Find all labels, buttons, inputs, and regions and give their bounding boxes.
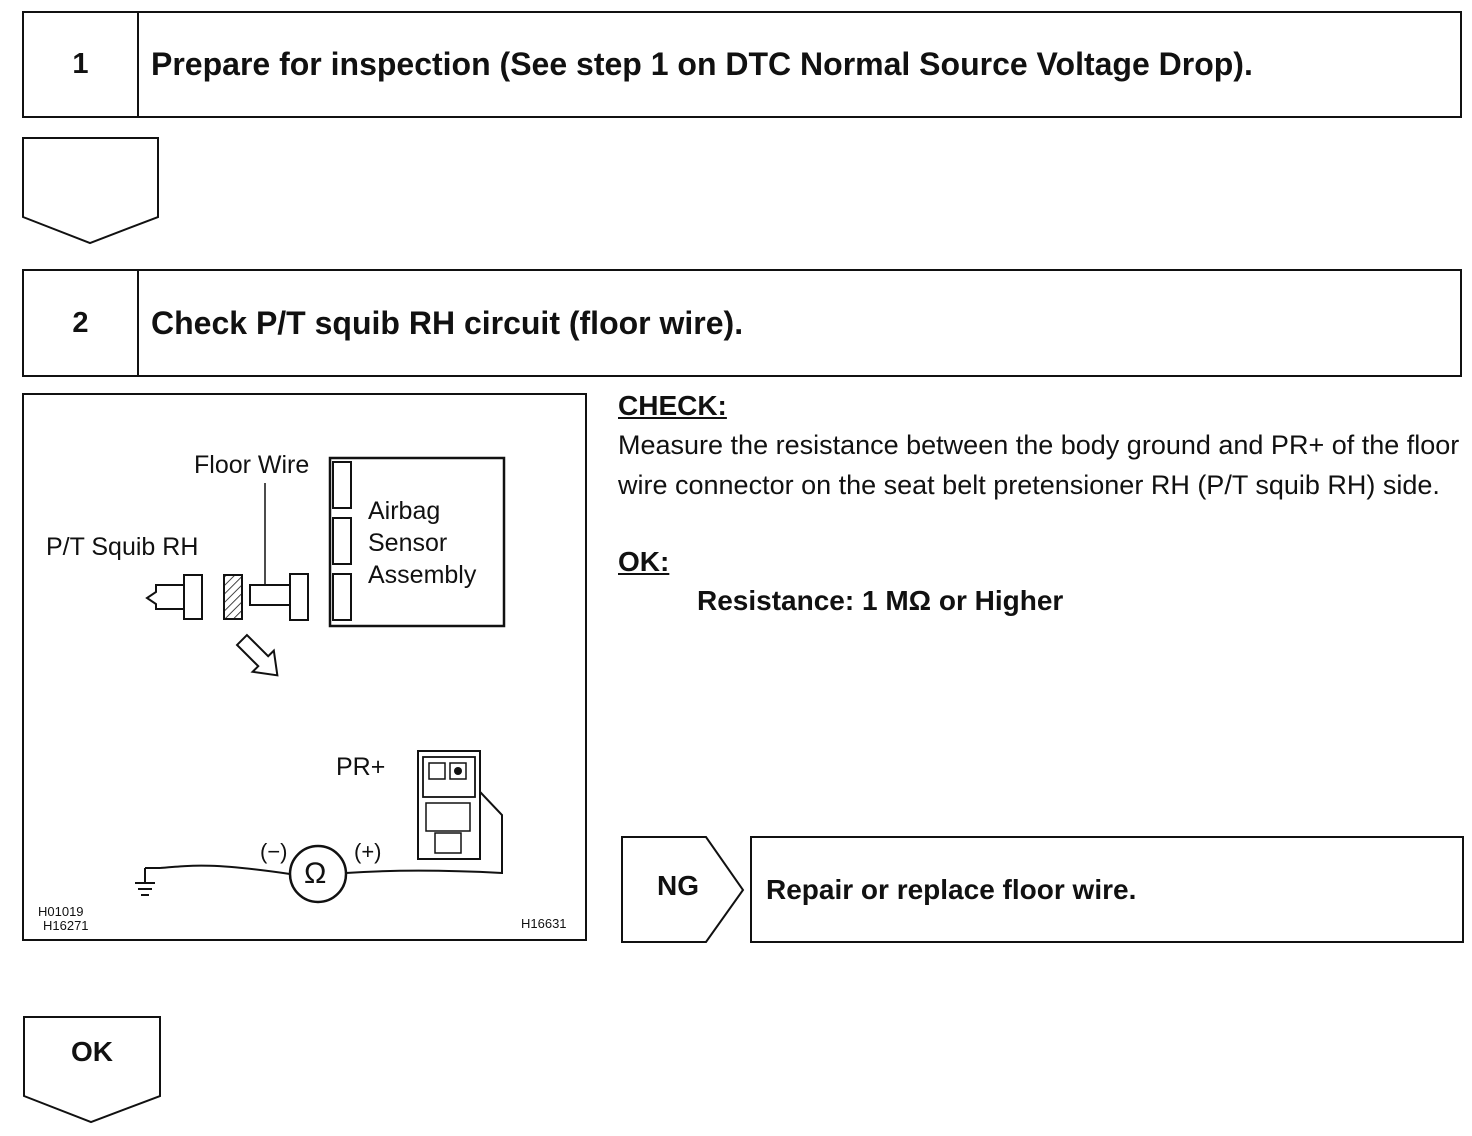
check-heading: CHECK: (618, 390, 727, 421)
check-instructions: Measure the resistance between the body … (618, 430, 1460, 500)
hatched-arrow-icon (235, 633, 279, 677)
step-1-box: 1 Prepare for inspection (See step 1 on … (22, 11, 1462, 118)
ng-result-text: Repair or replace floor wire. (766, 873, 1137, 905)
airbag-sensor-assembly-box (328, 456, 506, 628)
pt-squib-connector (183, 574, 203, 620)
floor-wire-connector-hatched (223, 574, 243, 620)
step-2-number: 2 (24, 271, 139, 375)
ng-arrow-icon (621, 836, 745, 943)
connector-icon (417, 750, 481, 860)
continue-arrow-icon (22, 137, 159, 245)
pt-squib-label: P/T Squib RH (46, 533, 199, 561)
ok-arrow-icon (23, 1016, 161, 1124)
minus-label: (−) (260, 839, 288, 864)
step-2-box: 2 Check P/T squib RH circuit (floor wire… (22, 269, 1462, 377)
pr-plus-label: PR+ (336, 753, 386, 781)
inspection-diagram: Floor Wire P/T Squib RH Airbag Sensor As… (22, 393, 587, 941)
figure-code-right: H16631 (521, 916, 567, 931)
resistance-spec: Resistance: 1 MΩ or Higher (697, 585, 1064, 616)
step-1-title: Prepare for inspection (See step 1 on DT… (151, 46, 1253, 82)
floor-wire-label: Floor Wire (194, 451, 310, 479)
ground-icon (135, 867, 160, 896)
ng-label: NG (657, 870, 699, 901)
wiring-illustration (135, 456, 506, 904)
figure-code-left-1: H01019 (38, 904, 84, 919)
step-1-number: 1 (24, 13, 139, 116)
ok-label: OK (71, 1036, 113, 1067)
airbag-label-line3: Assembly (368, 561, 477, 589)
ng-result-box: Repair or replace floor wire. (750, 836, 1464, 943)
ohm-symbol: Ω (304, 857, 327, 890)
step-2-title: Check P/T squib RH circuit (floor wire). (151, 304, 744, 341)
plus-label: (+) (354, 839, 382, 864)
figure-code-left-2: H16271 (43, 918, 89, 933)
airbag-label-line2: Sensor (368, 529, 448, 557)
airbag-label-line1: Airbag (368, 497, 441, 525)
ohmmeter-icon (288, 844, 348, 904)
ok-heading: OK: (618, 546, 670, 577)
